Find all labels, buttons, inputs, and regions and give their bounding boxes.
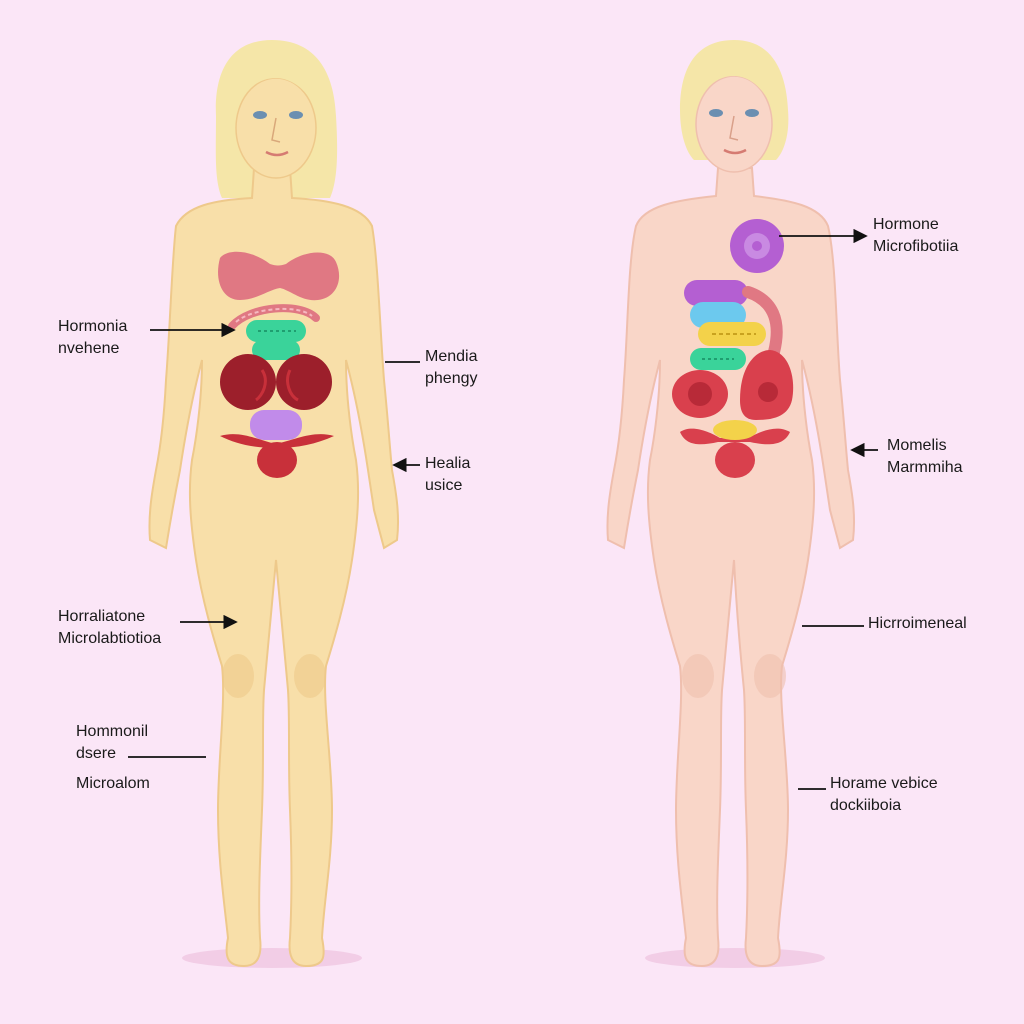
right-floor-shadow xyxy=(645,948,825,968)
right-liver-organ xyxy=(684,280,748,306)
left-lungs-organ xyxy=(218,251,340,301)
left-intestine-pattern xyxy=(235,307,313,323)
label-microalom: Microalom xyxy=(76,775,150,792)
right-body xyxy=(606,167,856,968)
left-eye-left xyxy=(253,111,267,119)
left-knee-left xyxy=(222,654,254,698)
right-eye-left xyxy=(709,109,723,117)
left-kidney-right-organ xyxy=(276,354,332,410)
left-body xyxy=(148,167,400,968)
right-knee-left xyxy=(682,654,714,698)
right-uterus-organ xyxy=(715,442,755,478)
left-eye-right xyxy=(289,111,303,119)
left-kidney-detail xyxy=(255,369,299,402)
right-colon-organ xyxy=(742,286,783,358)
right-thyroid-core xyxy=(752,241,762,251)
left-face xyxy=(235,77,317,179)
right-mouth xyxy=(723,148,747,155)
leader-lines xyxy=(128,228,878,790)
right-intestine-organ xyxy=(690,348,746,370)
left-stomach-organ xyxy=(252,340,300,360)
right-reproductive-organ xyxy=(680,428,790,445)
right-knee-right xyxy=(754,654,786,698)
left-knee-right xyxy=(294,654,326,698)
right-gallbladder-organ xyxy=(690,302,746,328)
left-mouth xyxy=(265,150,289,157)
right-pancreas-organ xyxy=(698,322,766,346)
right-kidney-left-inner xyxy=(688,382,712,406)
left-bladder-organ xyxy=(250,410,302,440)
left-kidney-left-organ xyxy=(220,354,276,410)
left-figure xyxy=(148,40,400,968)
left-hair-fringe xyxy=(236,58,317,110)
label-hicrroimeneal: Hicrroimeneal xyxy=(868,615,967,632)
right-hair-fringe xyxy=(696,58,773,108)
right-stomach-inner xyxy=(758,382,778,402)
right-figure xyxy=(606,40,856,968)
left-reproductive-organ xyxy=(220,434,334,448)
left-uterus-organ xyxy=(257,442,297,478)
left-nose xyxy=(271,117,281,143)
right-nose xyxy=(729,115,739,141)
right-ovary-organ xyxy=(713,420,757,440)
left-floor-shadow xyxy=(182,948,362,968)
right-eye-right xyxy=(745,109,759,117)
right-face xyxy=(695,75,773,173)
